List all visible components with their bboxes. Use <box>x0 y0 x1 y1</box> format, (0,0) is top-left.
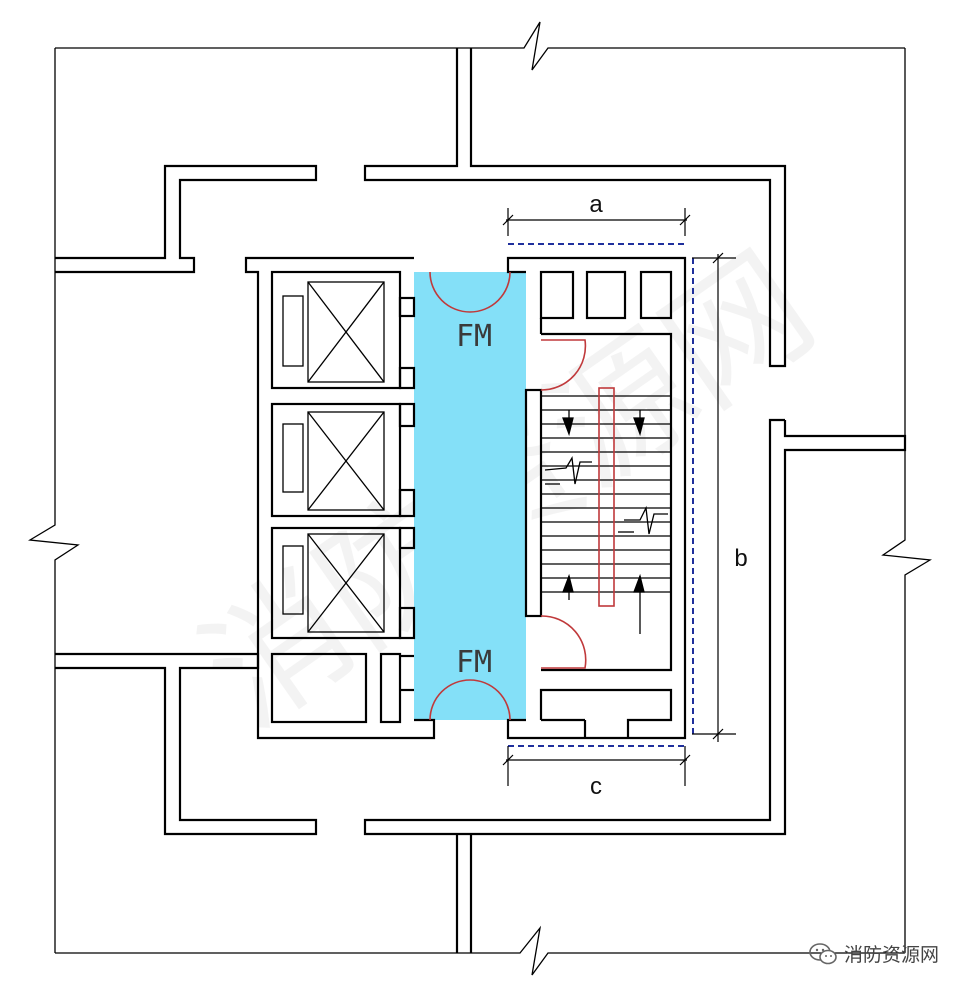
stair-treads <box>541 395 671 593</box>
elevator-shaft-3 <box>270 526 402 640</box>
dimension-b: b <box>692 252 748 742</box>
lobby-door-top <box>429 271 511 313</box>
elevator-shaft-1 <box>270 270 402 390</box>
stair-door-bottom <box>540 615 587 669</box>
fire-elevator-lobby <box>414 272 526 720</box>
elevator-shaft-2 <box>270 402 402 518</box>
dimension-c: c <box>502 746 691 800</box>
fm-label-top: FM <box>456 319 492 354</box>
dimension-a-label: a <box>589 191 603 218</box>
wechat-icon <box>809 942 837 964</box>
elevator-core <box>244 256 436 740</box>
fm-label-bottom: FM <box>456 645 492 680</box>
dimension-b-label: b <box>734 545 747 572</box>
source-badge: 消防资源网 <box>808 940 939 967</box>
corridor-walls <box>55 48 907 953</box>
stair-door-top <box>540 339 587 391</box>
lobby-door-bottom <box>429 679 511 721</box>
stair-direction-arrows <box>562 410 645 634</box>
dimension-c-label: c <box>590 773 602 800</box>
stair-enclosure <box>506 256 687 740</box>
source-name: 消防资源网 <box>843 944 939 966</box>
dimension-a: a <box>502 191 691 236</box>
stair-handrail <box>598 387 615 607</box>
outer-boundary <box>27 21 932 976</box>
